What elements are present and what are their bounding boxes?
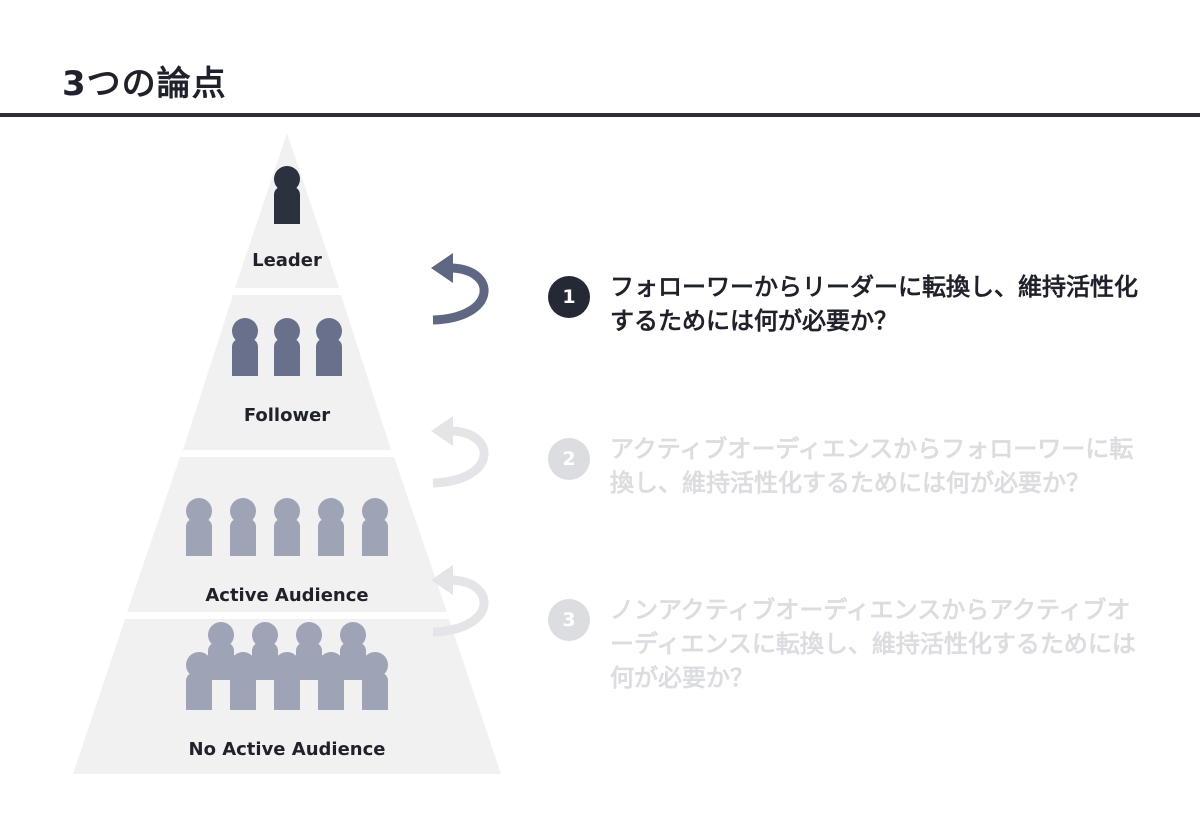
person-icon	[316, 318, 342, 376]
person-icon	[186, 498, 212, 556]
person-icon	[252, 622, 278, 680]
tier-label-leader: Leader	[252, 250, 322, 271]
person-icon	[232, 318, 258, 376]
person-icon	[362, 652, 388, 710]
curved-arrow-icon-1	[431, 253, 489, 325]
person-icon	[186, 652, 212, 710]
person-icon	[274, 166, 300, 224]
point-number-badge: 3	[548, 599, 590, 641]
tier-label-active-audience: Active Audience	[205, 585, 368, 606]
person-icon	[362, 498, 388, 556]
curved-arrow-icon-3	[431, 565, 489, 637]
person-icon	[230, 498, 256, 556]
person-icon	[230, 652, 256, 710]
tier-label-no-active-audience: No Active Audience	[189, 739, 386, 760]
person-icon	[318, 652, 344, 710]
person-icon	[296, 622, 322, 680]
person-icon	[318, 498, 344, 556]
person-icon	[274, 318, 300, 376]
slide-title: 3つの論点	[62, 64, 227, 104]
leader-figure-group	[274, 166, 300, 224]
follower-figure-group	[232, 318, 342, 376]
point-text: アクティブオーディエンスからフォローワーに転換し、維持活性化するためには何が必要…	[610, 435, 1134, 497]
point-number-badge: 2	[548, 438, 590, 480]
person-icon	[274, 498, 300, 556]
title-divider	[0, 113, 1200, 117]
point-text: フォローワーからリーダーに転換し、維持活性化するためには何が必要か？	[610, 273, 1138, 335]
person-icon	[208, 622, 234, 680]
point-number-badge: 1	[548, 276, 590, 318]
person-icon	[274, 652, 300, 710]
point-text: ノンアクティブオーディエンスからアクティブオーディエンスに転換し、維持活性化する…	[610, 596, 1136, 692]
curved-arrow-icon-2	[431, 416, 489, 488]
person-icon	[340, 622, 366, 680]
tier-label-follower: Follower	[244, 405, 330, 426]
